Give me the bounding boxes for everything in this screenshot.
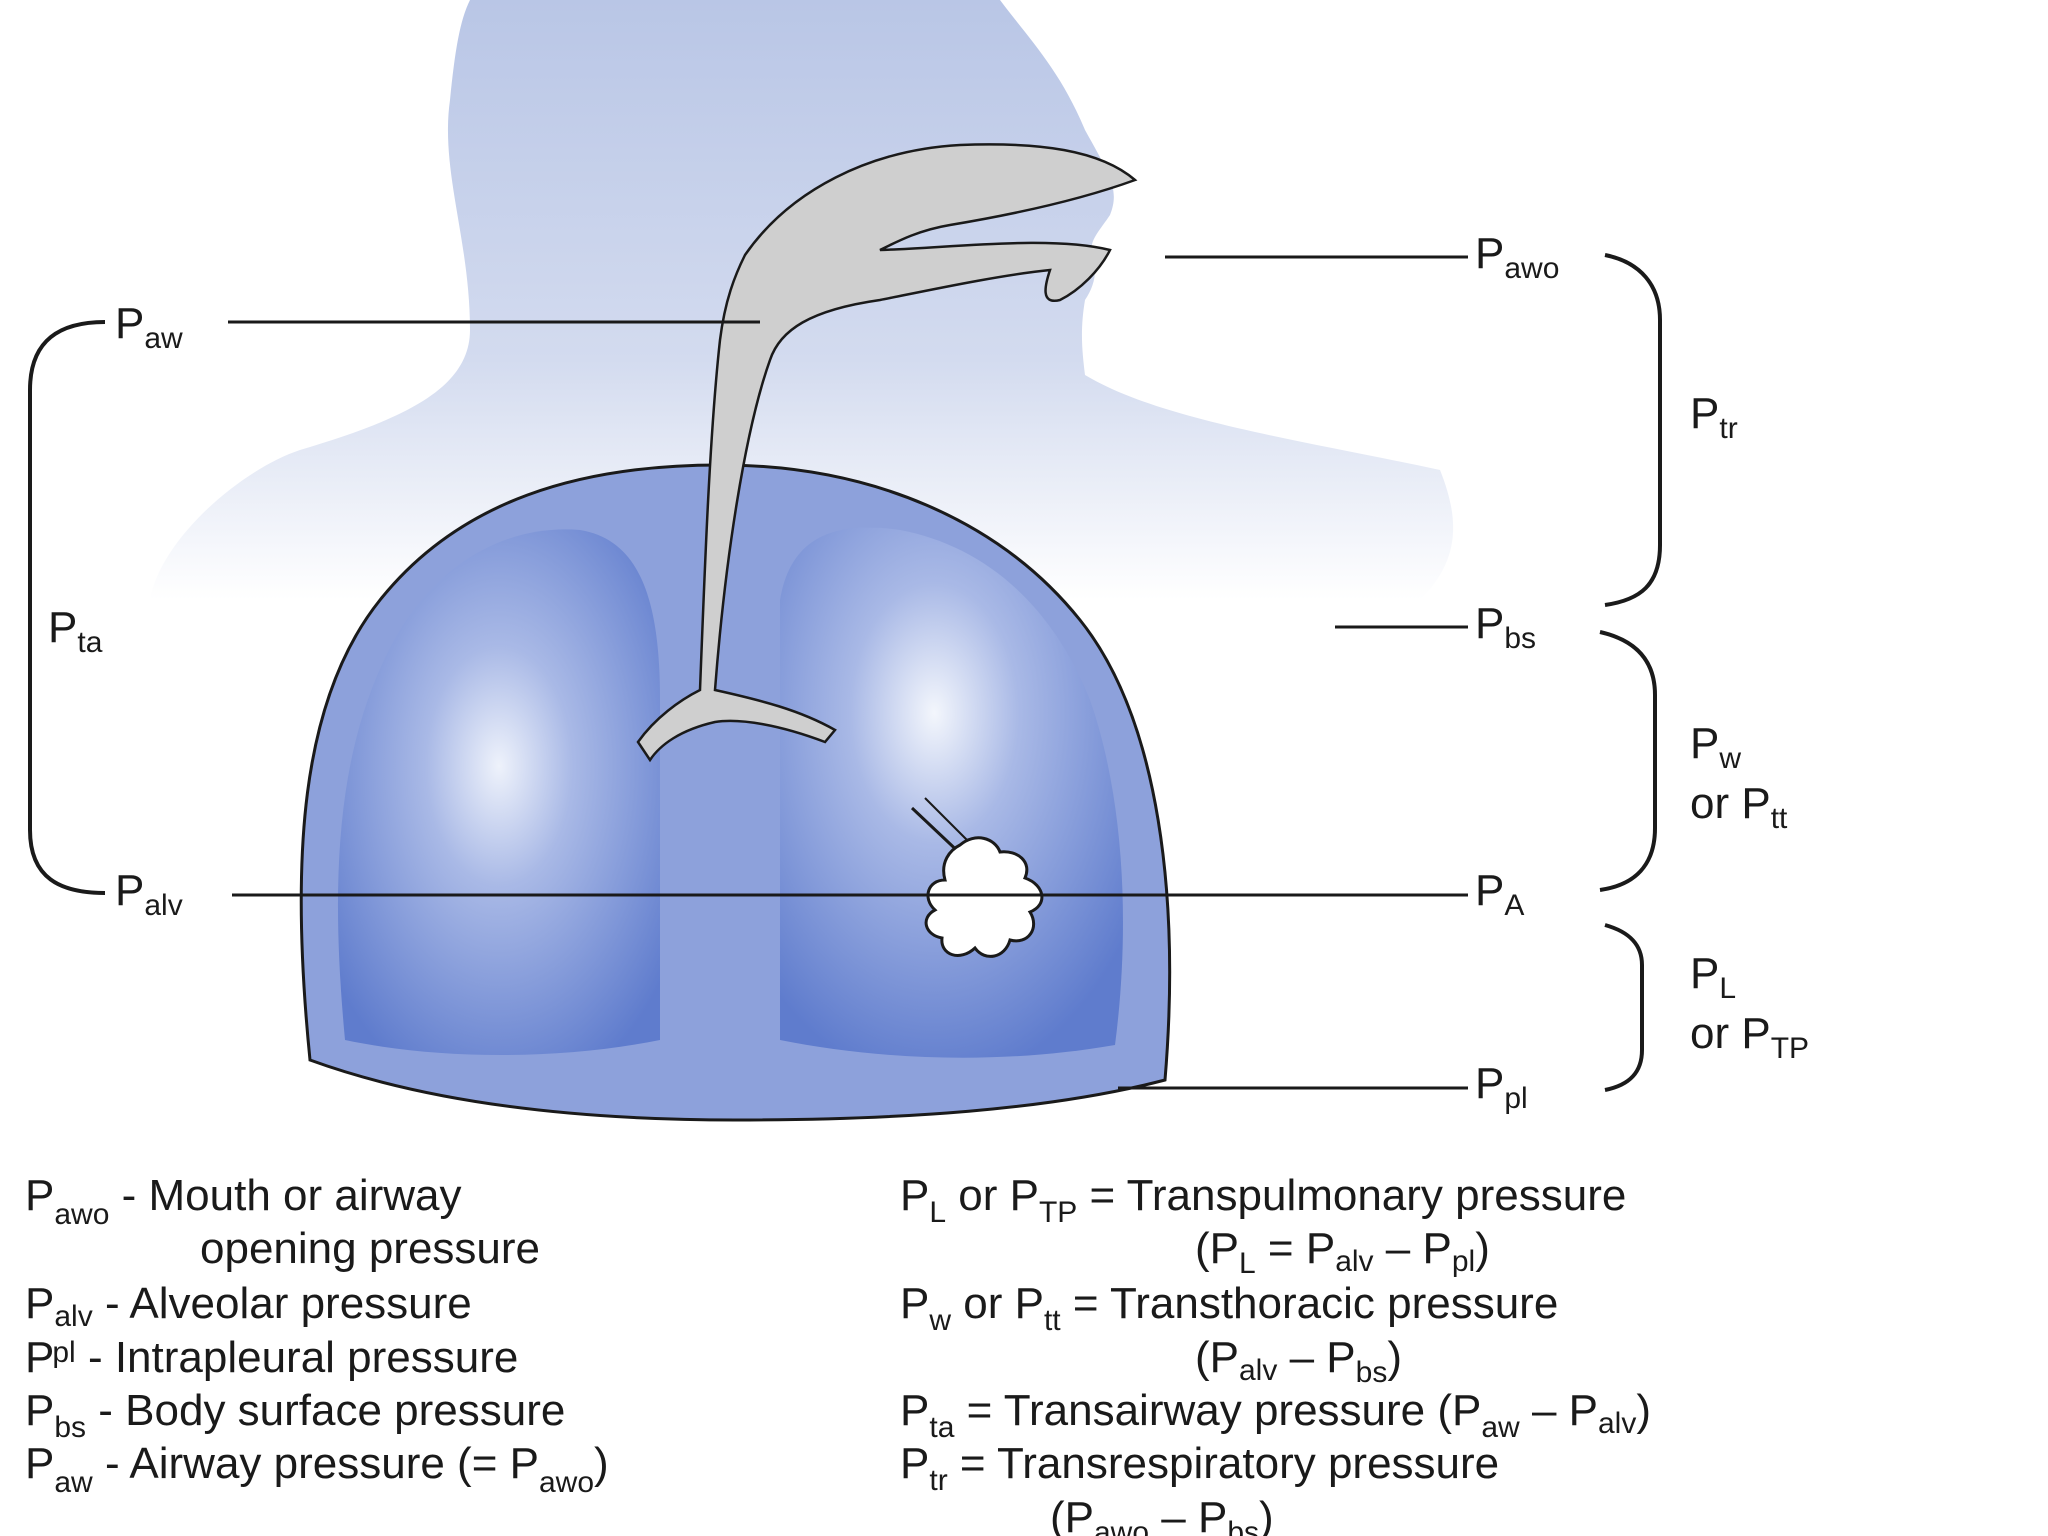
legend-transairway: Pta = Transairway pressure (Paw – Palv) [900, 1386, 1651, 1444]
pa-label: PA [1475, 866, 1524, 922]
legend-transrespiratory-formula: (Pawo – Pbs) [1050, 1493, 1274, 1536]
paw-label: Paw [115, 299, 183, 355]
ptr-label: Ptr [1690, 389, 1738, 445]
right-lung [780, 527, 1123, 1058]
ptt-label: or Ptt [1690, 779, 1788, 835]
pw-brace [1599, 630, 1657, 892]
legend-transpulmonary-formula: (PL = Palv – Ppl) [1195, 1224, 1490, 1280]
legend-transpulmonary: PL or PTP = Transpulmonary pressure [900, 1171, 1626, 1229]
pl-brace [1604, 923, 1644, 1092]
pawo-label: Pawo [1475, 229, 1559, 285]
alveolus [924, 836, 1044, 958]
ptp-label: or PTP [1690, 1009, 1809, 1065]
palv-label: Palv [115, 866, 183, 922]
pw-label: Pw [1690, 719, 1741, 775]
left-lung [337, 529, 660, 1055]
legend-paw: Paw - Airway pressure (= Pawo) [25, 1439, 609, 1499]
ppl-label: Ppl [1475, 1059, 1528, 1115]
pbs-label: Pbs [1475, 599, 1536, 655]
legend-pawo-cont: opening pressure [200, 1224, 540, 1273]
legend-palv: Palv - Alveolar pressure [25, 1279, 472, 1333]
pta-bracket [28, 320, 106, 895]
legend-right: PL or PTP = Transpulmonary pressure (PL … [900, 1171, 1651, 1536]
ptr-brace [1604, 253, 1662, 607]
legend-transthoracic: Pw or Ptt = Transthoracic pressure [900, 1279, 1558, 1337]
pta-label: Pta [48, 603, 103, 659]
legend-pbs: Pbs - Body surface pressure [25, 1386, 565, 1444]
pl-label: PL [1690, 949, 1736, 1005]
legend-transrespiratory: Ptr = Transrespiratory pressure [900, 1439, 1499, 1497]
legend-ppl: Ppl - Intrapleural pressure [25, 1333, 518, 1382]
airway [636, 143, 1138, 763]
legend-left: Pawo - Mouth or airway opening pressure … [25, 1171, 609, 1499]
legend-transthoracic-formula: (Palv – Pbs) [1195, 1333, 1402, 1389]
legend-pawo: Pawo - Mouth or airway [25, 1171, 462, 1231]
